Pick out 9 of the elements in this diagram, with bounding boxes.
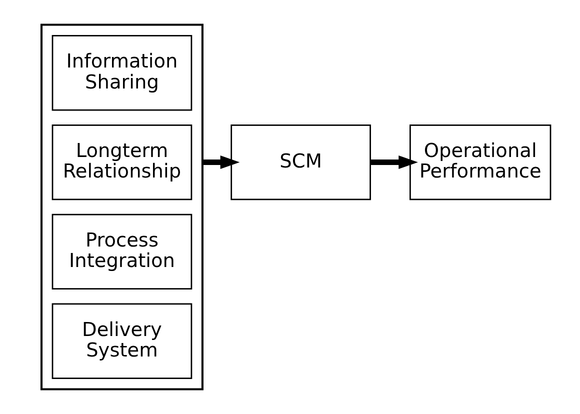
node-box: Operational Performance xyxy=(409,124,551,200)
node-box: Longterm Relationship xyxy=(51,124,192,200)
node-box: Information Sharing xyxy=(51,35,192,111)
arrow xyxy=(370,156,418,170)
node-box: SCM xyxy=(230,124,370,200)
node-box: Process Integration xyxy=(51,214,192,290)
node-box: Delivery System xyxy=(51,303,192,379)
arrow xyxy=(202,156,240,170)
cluster xyxy=(40,24,203,390)
